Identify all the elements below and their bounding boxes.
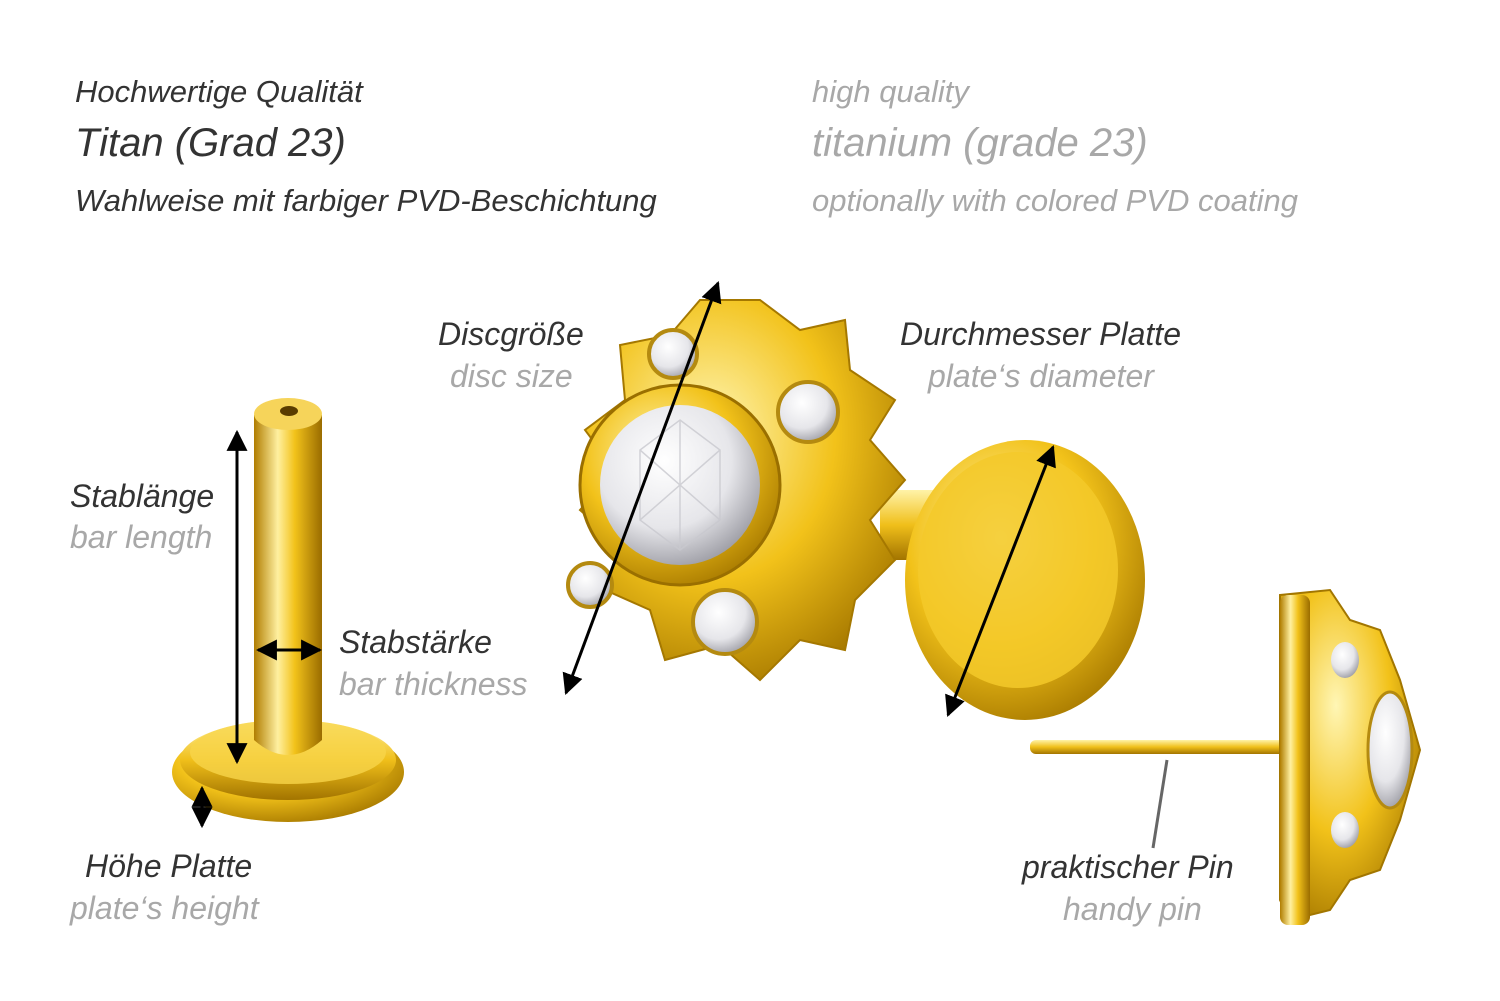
disc-size-arrow	[562, 281, 722, 695]
handy-pin-label-en: handy pin	[1063, 891, 1202, 927]
plate-height-label-en: plate‘s height	[70, 890, 259, 926]
plate-diameter-label: Durchmesser Platte	[900, 316, 1181, 352]
bar-thickness-label: Stabstärke	[339, 624, 492, 660]
bar-length-label-en: bar length	[70, 519, 213, 555]
labret-post	[172, 398, 404, 822]
handy-pin-label: praktischer Pin	[1022, 849, 1234, 885]
disc-size-label: Discgröße	[438, 316, 584, 352]
plate-diameter-label-en: plate‘s diameter	[928, 358, 1154, 394]
plate-height-label: Höhe Platte	[85, 848, 253, 884]
bar-thickness-label-en: bar thickness	[339, 666, 528, 702]
header-de-line2: Titan (Grad 23)	[75, 121, 346, 165]
header-de-line3: Wahlweise mit farbiger PVD-Beschichtung	[75, 183, 657, 218]
side-view-pin	[1030, 588, 1422, 925]
header-de-line1: Hochwertige Qualität	[75, 74, 363, 109]
plate-diameter-arrow	[945, 445, 1056, 717]
bar-length-label: Stablänge	[70, 478, 215, 514]
header-en-line2: titanium (grade 23)	[812, 121, 1148, 165]
header-en-line1: high quality	[812, 74, 969, 109]
handy-pin-leader-line	[1151, 759, 1169, 849]
header-en-line3: optionally with colored PVD coating	[812, 183, 1298, 218]
back-plate	[880, 440, 1145, 720]
disc-size-label-en: disc size	[450, 358, 573, 394]
flower-disc	[566, 299, 907, 682]
